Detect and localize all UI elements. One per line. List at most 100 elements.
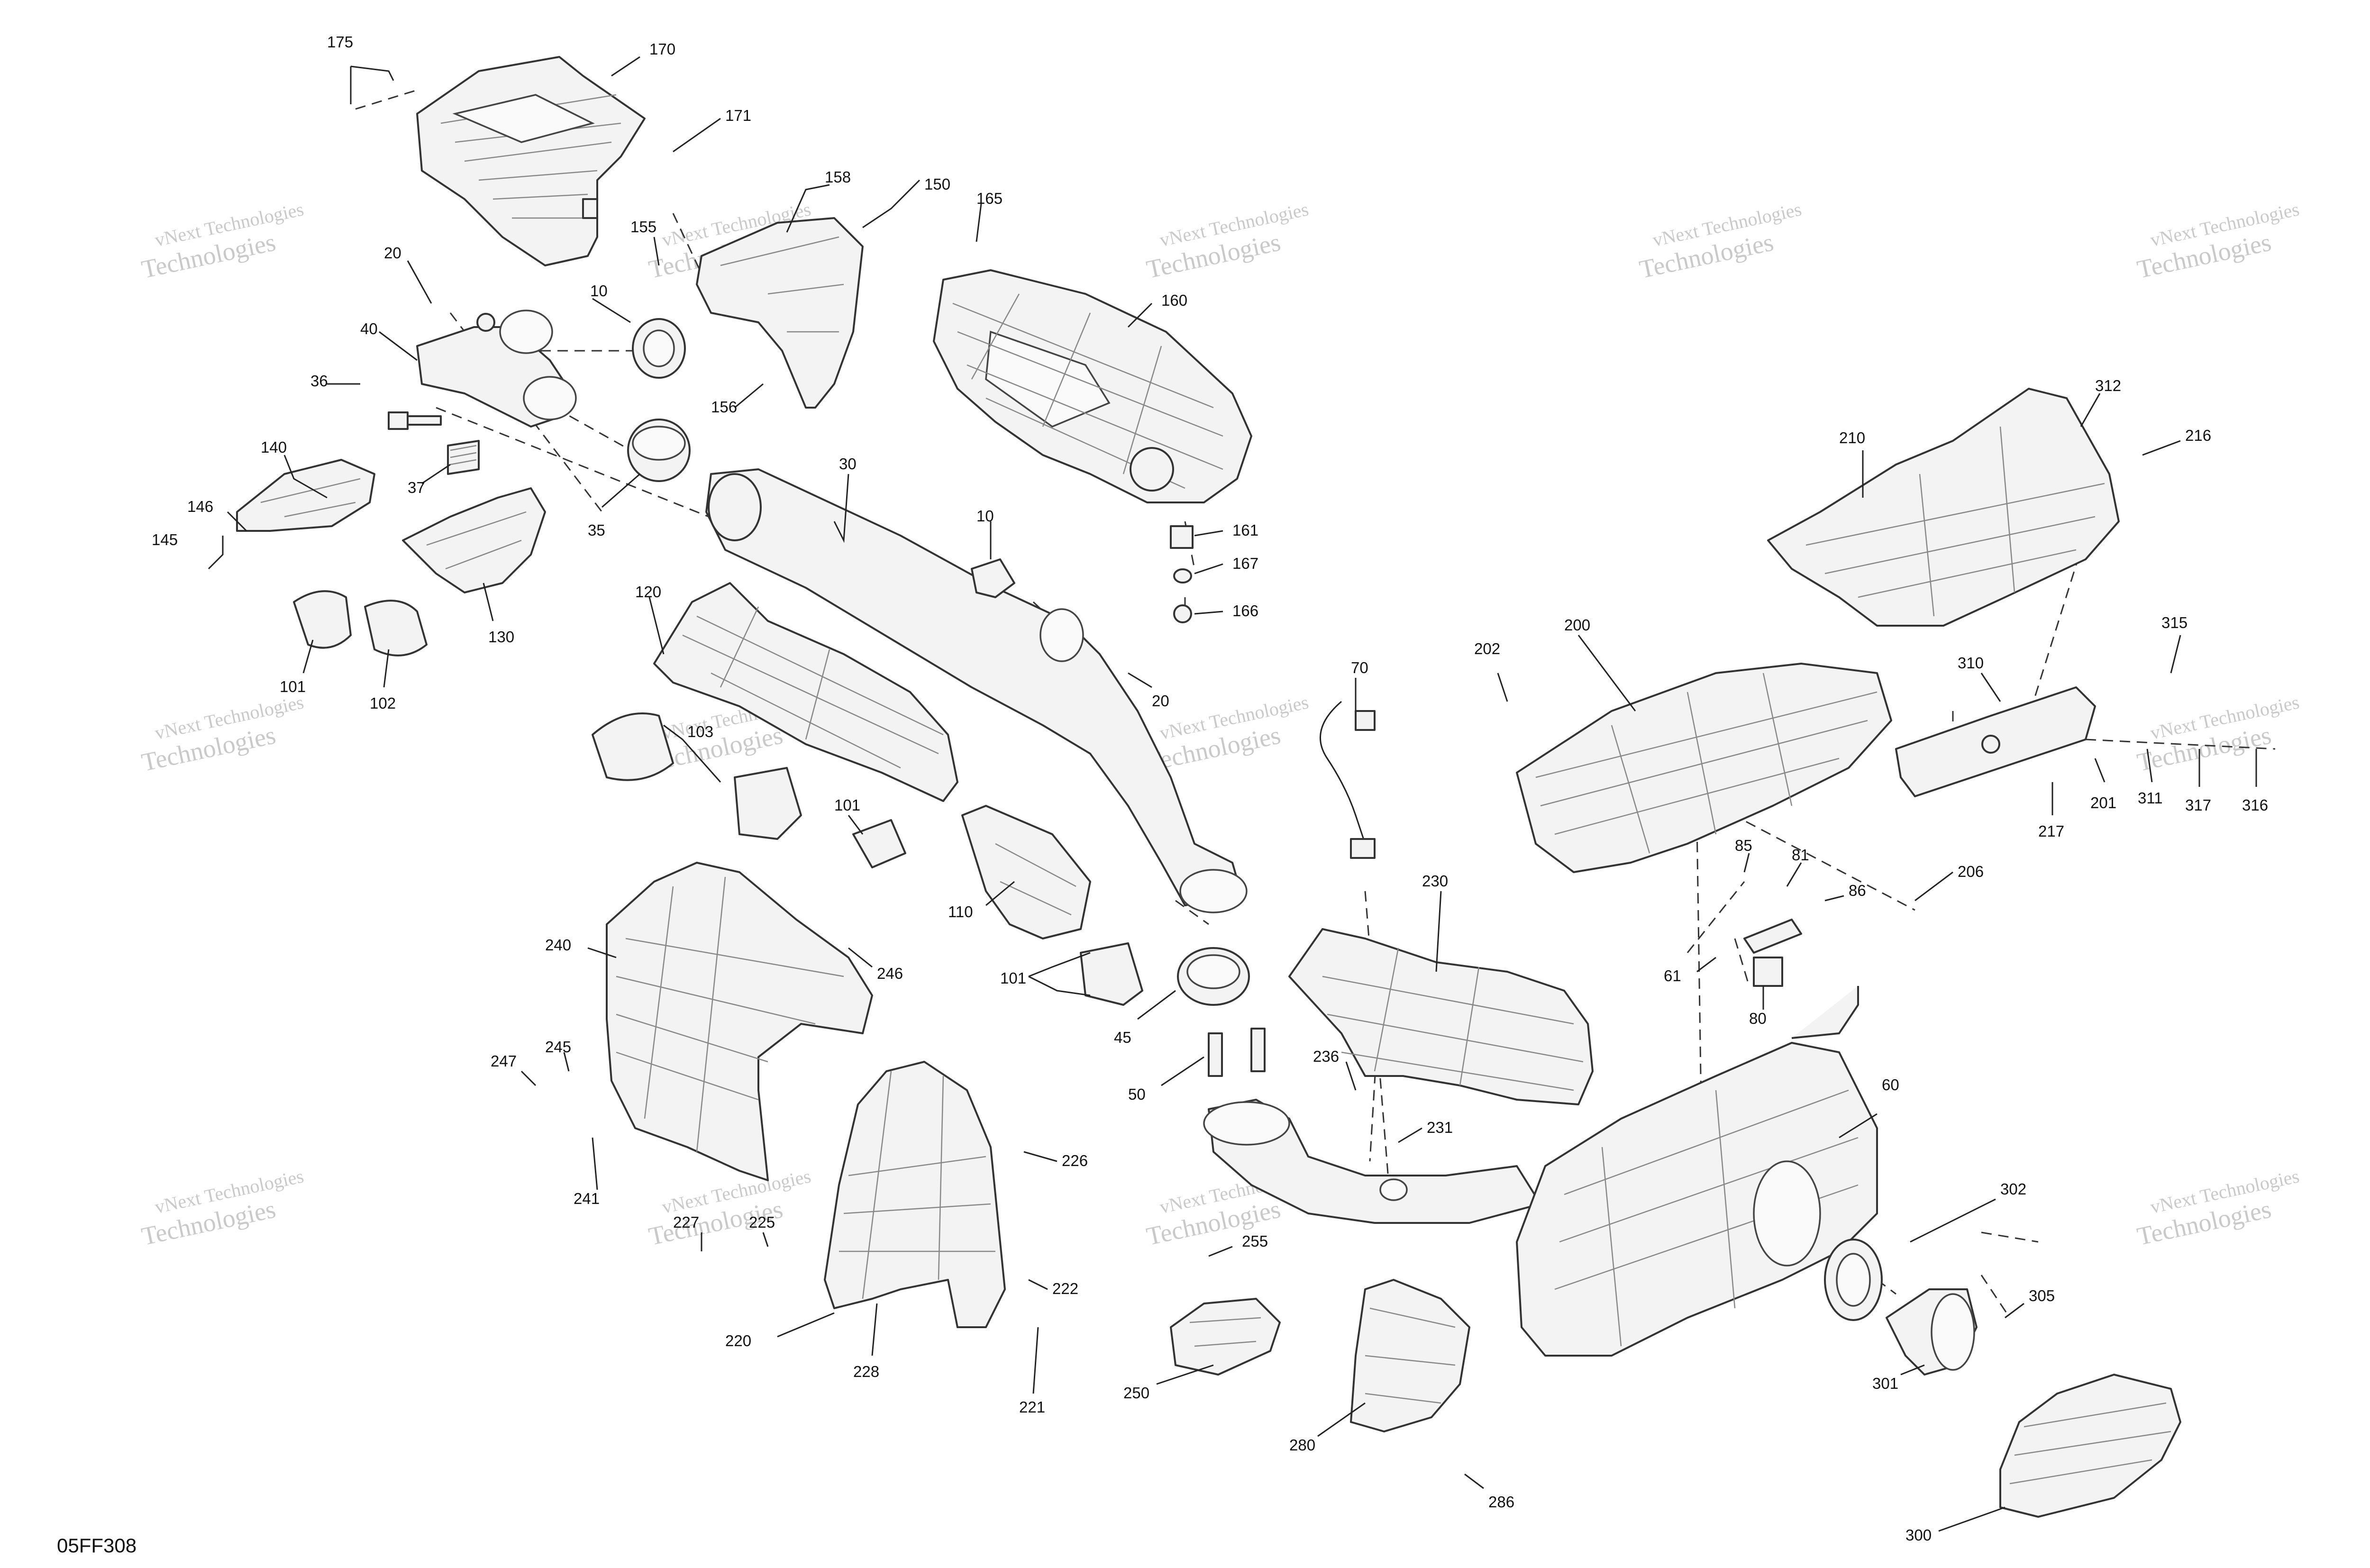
callout-156: 156: [711, 398, 737, 416]
callout-312: 312: [2095, 377, 2121, 394]
callout-140: 140: [261, 438, 287, 456]
diagram-code: 05FF308: [57, 1534, 137, 1557]
gasket-35: [627, 419, 691, 482]
callout-70: 70: [1351, 659, 1368, 676]
assembly-lines: [355, 89, 2276, 1318]
callout-315: 315: [2161, 614, 2188, 631]
callout-158: 158: [825, 168, 851, 186]
washer-167: [1173, 568, 1192, 583]
callout-311: 311: [2138, 789, 2163, 807]
heat-shield-170: [416, 56, 646, 266]
clamp-102: [364, 600, 428, 656]
nut-161: [1170, 525, 1194, 549]
callout-201: 201: [2090, 794, 2116, 811]
callout-226: 226: [1062, 1152, 1088, 1169]
callout-210: 210: [1839, 429, 1865, 447]
callout-86: 86: [1849, 882, 1866, 899]
clamp-101b: [852, 819, 906, 868]
callout-206: 206: [1958, 863, 1984, 880]
callout-246: 246: [877, 965, 903, 982]
callout-202: 202: [1474, 640, 1500, 657]
callout-316: 316: [2242, 796, 2268, 814]
clamp-103: [592, 712, 802, 840]
callout-171: 171: [725, 107, 751, 124]
callout-302: 302: [2000, 1180, 2026, 1198]
callout-36: 36: [310, 372, 328, 390]
shield-110: [961, 805, 1091, 939]
callout-305: 305: [2029, 1287, 2055, 1304]
callout-130: 130: [488, 628, 514, 646]
callout-236: 236: [1313, 1048, 1339, 1065]
callout-35: 35: [588, 521, 605, 539]
bracket-150: [696, 217, 864, 409]
callout-250: 250: [1123, 1384, 1149, 1402]
block-80: [1753, 957, 1783, 987]
shield-250: [1170, 1298, 1281, 1376]
callout-161: 161: [1232, 521, 1258, 539]
clamp-101: [293, 590, 352, 649]
callouts: 175 170 171 158 150 165 155 20 10 40 160…: [152, 33, 2268, 1544]
callout-45: 45: [1114, 1029, 1131, 1046]
mid-pipe: [1203, 1099, 1541, 1224]
leader-lines: [208, 56, 2257, 1532]
callout-310: 310: [1958, 654, 1984, 672]
callout-200: 200: [1564, 616, 1590, 634]
bolt-36: [388, 411, 442, 430]
bolt-166: [1173, 604, 1192, 623]
callout-150: 150: [924, 175, 950, 193]
callout-81: 81: [1792, 846, 1809, 864]
callout-110: 110: [948, 903, 973, 921]
callout-10b: 10: [976, 507, 994, 525]
shield-200: [1516, 663, 1892, 873]
callout-101b: 101: [834, 796, 860, 814]
callout-216: 216: [2185, 427, 2211, 444]
gasket-10b: [971, 558, 1015, 598]
callout-166: 166: [1232, 602, 1258, 620]
callout-102: 102: [370, 694, 396, 712]
callout-40: 40: [360, 320, 378, 337]
callout-101a: 101: [280, 678, 306, 695]
parts: [236, 56, 2181, 1518]
tailshield-300: [1999, 1374, 2181, 1518]
callout-60: 60: [1882, 1076, 1899, 1094]
shield-130: [402, 487, 546, 593]
callout-61: 61: [1664, 967, 1681, 985]
shield-220: [824, 1061, 1006, 1328]
shield-240: [606, 862, 873, 1181]
gasket-45: [1177, 947, 1250, 1006]
watermark: vNext Technologies Technologies: [1637, 198, 1803, 283]
callout-103: 103: [687, 723, 713, 740]
callout-245: 245: [545, 1038, 571, 1056]
tailcone-301: [1886, 1288, 1978, 1376]
callout-80: 80: [1749, 1010, 1767, 1027]
sensor-70: [1320, 701, 1376, 859]
callout-50: 50: [1128, 1085, 1146, 1103]
callout-286: 286: [1488, 1493, 1514, 1511]
callout-300: 300: [1905, 1526, 1932, 1544]
callout-120: 120: [635, 583, 661, 601]
watermark: vNext Technologies Technologies: [139, 1165, 305, 1250]
callout-175: 175: [327, 33, 353, 51]
watermark: vNext Technologies Technologies: [1144, 198, 1310, 283]
bracket-310: [1895, 686, 2096, 797]
callout-317: 317: [2185, 796, 2211, 814]
shield-210: [1767, 388, 2120, 627]
callout-20b: 20: [1152, 692, 1169, 710]
callout-170: 170: [649, 40, 675, 58]
callout-10a: 10: [590, 282, 608, 300]
callout-37: 37: [408, 479, 425, 496]
shield-280: [1350, 1279, 1470, 1432]
callout-167: 167: [1232, 555, 1258, 572]
bracket-81: [1743, 919, 1802, 954]
callout-227: 227: [673, 1213, 699, 1231]
shield-230: [1288, 928, 1594, 1105]
callout-85: 85: [1735, 837, 1752, 854]
callout-101c: 101: [1000, 969, 1026, 987]
callout-230: 230: [1422, 872, 1448, 890]
callout-220: 220: [725, 1332, 751, 1349]
callout-225: 225: [749, 1213, 775, 1231]
callout-146: 146: [187, 498, 213, 515]
watermark: vNext Technologies Technologies: [646, 1165, 812, 1250]
callout-165: 165: [976, 190, 1003, 207]
